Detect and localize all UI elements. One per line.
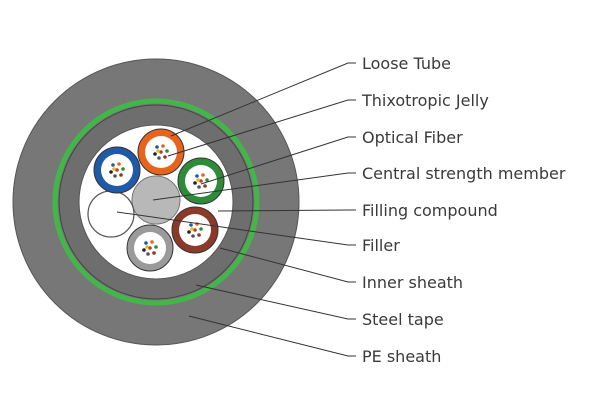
leader-inner-sheath	[219, 247, 356, 283]
optical-fiber	[111, 163, 115, 167]
optical-fiber	[157, 156, 161, 160]
optical-fiber	[112, 167, 116, 171]
filler	[87, 190, 135, 238]
leader-central-strength-member	[152, 172, 356, 201]
loose-tube-blue	[93, 146, 141, 194]
optical-fiber-bundle	[109, 162, 125, 178]
loose-tube-brown	[171, 206, 219, 254]
label-central-strength-member: Central strength member	[362, 164, 566, 183]
optical-fiber	[148, 246, 152, 250]
optical-fiber	[197, 233, 201, 237]
component-labels: Loose Tube Thixotropic Jelly Optical Fib…	[361, 54, 566, 366]
optical-fiber	[205, 178, 209, 182]
optical-fiber	[113, 174, 117, 178]
optical-fiber	[109, 170, 113, 174]
optical-fiber	[190, 227, 194, 231]
steel-tape	[52, 98, 260, 306]
optical-fiber	[153, 152, 157, 156]
optical-fiber	[152, 251, 156, 255]
optical-fiber	[117, 162, 121, 166]
optical-fiber-bundle	[193, 173, 209, 189]
leader-filling-compound	[217, 209, 356, 212]
optical-fiber	[115, 168, 119, 172]
leader-optical-fiber	[200, 136, 356, 185]
optical-fiber	[155, 145, 159, 149]
optical-fiber	[159, 150, 163, 154]
optical-fiber	[150, 240, 154, 244]
optical-fiber-bundle	[142, 240, 158, 256]
optical-fiber	[163, 155, 167, 159]
optical-fiber	[156, 149, 160, 153]
optical-fiber	[201, 173, 205, 177]
loose-tube-gray	[126, 224, 174, 272]
optical-fiber	[142, 248, 146, 252]
optical-fiber	[199, 227, 203, 231]
optical-fiber	[191, 234, 195, 238]
optical-fiber	[145, 245, 149, 249]
label-steel-tape: Steel tape	[362, 310, 444, 329]
loose-tube-green	[177, 157, 225, 205]
optical-fiber	[189, 223, 193, 227]
leader-filler	[116, 211, 356, 246]
leader-steel-tape	[195, 284, 356, 320]
optical-fiber	[154, 245, 158, 249]
leader-lines	[116, 62, 356, 357]
leader-thixotropic-jelly	[167, 99, 356, 157]
optical-fiber	[187, 230, 191, 234]
leader-pe-sheath	[188, 315, 356, 357]
label-loose-tube: Loose Tube	[362, 54, 451, 73]
loose-tube-orange	[137, 128, 185, 176]
label-inner-sheath: Inner sheath	[362, 273, 463, 292]
label-pe-sheath: PE sheath	[362, 347, 441, 366]
label-optical-fiber: Optical Fiber	[362, 128, 463, 147]
optical-fiber	[165, 149, 169, 153]
optical-fiber	[197, 185, 201, 189]
label-filling-compound: Filling compound	[362, 201, 498, 220]
optical-fiber	[144, 241, 148, 245]
optical-fiber	[146, 252, 150, 256]
optical-fiber	[199, 179, 203, 183]
optical-fiber	[161, 144, 165, 148]
label-filler: Filler	[362, 236, 400, 255]
optical-fiber-bundle	[153, 144, 169, 160]
optical-fiber	[119, 173, 123, 177]
optical-fiber	[195, 174, 199, 178]
label-thixotropic-jelly: Thixotropic Jelly	[361, 91, 489, 110]
optical-fiber	[196, 178, 200, 182]
optical-fiber	[193, 181, 197, 185]
leader-loose-tube	[170, 62, 356, 137]
optical-fiber	[121, 167, 125, 171]
optical-fiber	[203, 184, 207, 188]
optical-fiber	[193, 228, 197, 232]
